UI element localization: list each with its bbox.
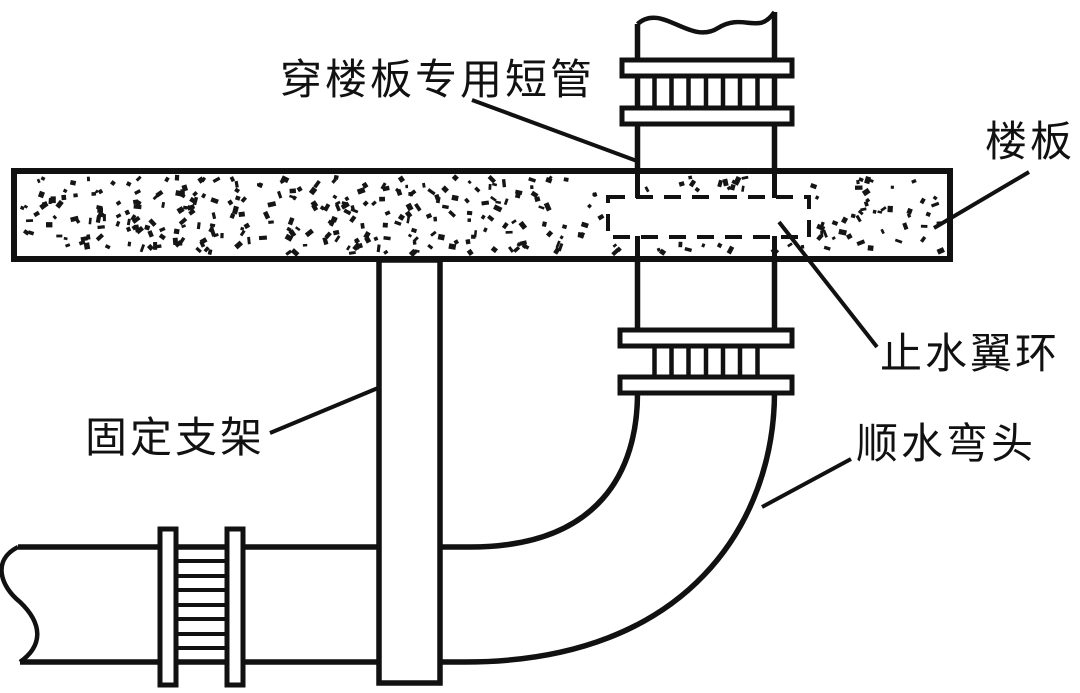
upper-riser-pipe: [634, 10, 778, 171]
upper-coupling: [619, 57, 795, 127]
label-short-pipe: 穿楼板专用短管: [280, 57, 595, 104]
floor-slab: [11, 168, 953, 262]
leader-water-stop-ring: [777, 220, 879, 349]
water-stop-ring-interior: [610, 198, 808, 236]
leader-short-pipe: [471, 98, 638, 163]
fixed-support-bar: [376, 257, 443, 686]
elbow-outer-curve: [440, 392, 778, 665]
coupling-ribs: [652, 75, 760, 109]
label-water-stop-ring: 止水翼环: [880, 332, 1060, 378]
leader-lines: [269, 98, 1031, 509]
water-stop-ring-outline: [606, 195, 811, 239]
coupling-rungs: [176, 559, 227, 650]
pipe-break-wave: [635, 10, 777, 35]
coupling-flange: [619, 105, 795, 127]
mid-coupling: [617, 327, 795, 396]
pipe-through-slab: [635, 171, 777, 259]
leader-elbow: [761, 457, 852, 509]
pipe-break-wave: [0, 544, 40, 664]
coupling-flange: [224, 526, 246, 688]
horizontal-pipe: [0, 544, 379, 665]
elbow-inner-curve: [440, 392, 641, 550]
label-fixed-support: 固定支架: [85, 415, 265, 462]
leader-floor-slab: [932, 170, 1031, 230]
labels: 穿楼板专用短管 楼板 止水翼环 固定支架 顺水弯头: [85, 57, 1075, 468]
concrete-stipple: [19, 174, 945, 258]
horizontal-coupling: [157, 526, 246, 688]
label-floor-slab: 楼板: [985, 120, 1075, 166]
elbow-bend: [440, 392, 778, 665]
floor-slab-border: [11, 168, 953, 262]
coupling-flange: [617, 327, 795, 349]
coupling-flange: [619, 57, 795, 79]
coupling-flange: [157, 526, 179, 688]
coupling-flange: [617, 374, 795, 396]
leader-fixed-support: [269, 386, 379, 435]
coupling-ribs: [652, 345, 760, 378]
lower-riser-pipe: [634, 259, 778, 332]
label-elbow: 顺水弯头: [856, 421, 1036, 468]
